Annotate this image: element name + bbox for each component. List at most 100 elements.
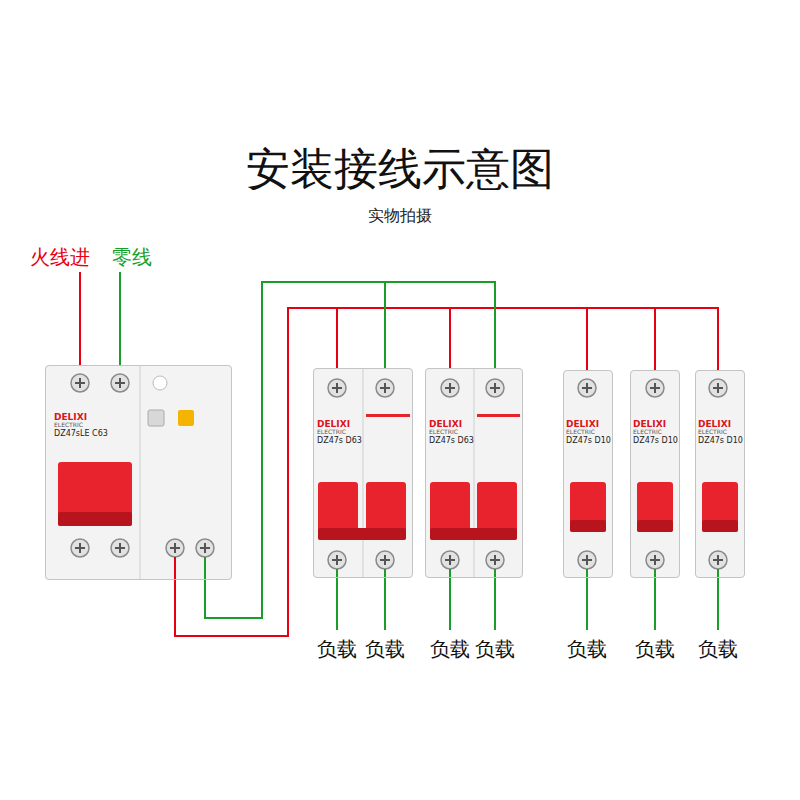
terminal [166, 539, 184, 557]
breaker-handle [570, 482, 606, 532]
circuit-breaker: DELIXIELECTRICDZ47s D10 [563, 370, 613, 578]
reset-button [148, 410, 164, 426]
breaker-body [630, 370, 680, 578]
brand-name: DELIXI [317, 419, 363, 429]
breaker-body [425, 368, 523, 578]
circuit-breaker: DELIXIELECTRICDZ47s D63 [425, 368, 523, 578]
breaker-handle [58, 462, 132, 526]
model-number: DZ47s D63 [317, 436, 363, 445]
model-number: DZ47s D63 [429, 436, 475, 445]
terminal [578, 551, 596, 569]
circuit-breaker: DELIXIELECTRICDZ47s D10 [630, 370, 680, 578]
load-label: 负载 [475, 636, 515, 663]
neutral-wire [204, 557, 206, 580]
load-wire [384, 569, 386, 630]
handle-shade [637, 520, 673, 532]
brand-sub: ELECTRIC [317, 429, 363, 436]
breaker-handle [637, 482, 673, 532]
terminal [486, 551, 504, 569]
brand-name: DELIXI [698, 419, 744, 429]
terminal [111, 374, 129, 392]
load-label: 负载 [430, 636, 470, 663]
brand-name: DELIXI [54, 412, 142, 422]
load-label: 负载 [567, 636, 607, 663]
load-label: 负载 [317, 636, 357, 663]
load-wire [586, 569, 588, 630]
terminal [646, 551, 664, 569]
terminal [709, 551, 727, 569]
handle-shade [318, 528, 406, 540]
handle-shade [430, 528, 517, 540]
wire-connector [175, 308, 655, 636]
brand-sub: ELECTRIC [429, 429, 475, 436]
terminal [709, 379, 727, 397]
breaker-text: DELIXIELECTRICDZ47sLE C63 [54, 412, 142, 438]
handle-shade [570, 520, 606, 532]
breaker-body [563, 370, 613, 578]
load-wire [449, 569, 451, 630]
terminal [441, 551, 459, 569]
load-wire [717, 569, 719, 630]
wire-connector [205, 282, 385, 618]
load-wire [654, 569, 656, 630]
breaker-text: DELIXIELECTRICDZ47s D10 [698, 419, 744, 445]
brand-sub: ELECTRIC [698, 429, 744, 436]
load-label: 负载 [365, 636, 405, 663]
terminal [486, 379, 504, 397]
breaker-text: DELIXIELECTRICDZ47s D10 [566, 419, 612, 445]
diagram-subtitle: 实物拍摄 [0, 206, 800, 227]
breaker-body [45, 365, 232, 580]
circuit-breaker: DELIXIELECTRICDZ47sLE C63 [45, 365, 232, 580]
handle-shade [702, 520, 738, 532]
divider [474, 369, 475, 577]
terminal [376, 551, 394, 569]
brand-sub: ELECTRIC [54, 422, 142, 429]
terminal [441, 379, 459, 397]
terminal [71, 539, 89, 557]
wire-connector [205, 282, 495, 618]
brand-name: DELIXI [429, 419, 475, 429]
wire-label: 零线 [112, 244, 152, 271]
terminal [196, 539, 214, 557]
load-label: 负载 [698, 636, 738, 663]
wire-label: 火线进 [30, 244, 90, 271]
test-button [178, 410, 194, 426]
stripe [477, 414, 520, 417]
wire-connector [175, 308, 718, 636]
model-number: DZ47s D10 [698, 436, 744, 445]
load-wire [336, 569, 338, 630]
breaker-handle [702, 482, 738, 532]
terminal [328, 379, 346, 397]
terminal [376, 379, 394, 397]
neutral-wire [119, 272, 121, 366]
divider [363, 369, 364, 577]
brand-name: DELIXI [633, 419, 679, 429]
terminal [578, 379, 596, 397]
diagram-title: 安装接线示意图 [0, 140, 800, 199]
load-wire [494, 569, 496, 630]
handle-shade [58, 512, 132, 526]
circuit-breaker: DELIXIELECTRICDZ47s D10 [695, 370, 745, 578]
brand-sub: ELECTRIC [633, 429, 679, 436]
indicator [153, 376, 167, 390]
breaker-text: DELIXIELECTRICDZ47s D63 [317, 419, 363, 445]
terminal [71, 374, 89, 392]
terminal [111, 539, 129, 557]
wire-connector [175, 308, 587, 636]
wire-connector [175, 308, 450, 636]
breaker-body [313, 368, 413, 578]
brand-name: DELIXI [566, 419, 612, 429]
divider [140, 366, 141, 579]
stripe [366, 414, 410, 417]
terminal [646, 379, 664, 397]
load-wires [337, 569, 718, 630]
load-label: 负载 [635, 636, 675, 663]
model-number: DZ47sLE C63 [54, 429, 142, 438]
breaker-text: DELIXIELECTRICDZ47s D63 [429, 419, 475, 445]
live-wire [174, 557, 176, 580]
model-number: DZ47s D10 [633, 436, 679, 445]
brand-sub: ELECTRIC [566, 429, 612, 436]
live-wire [79, 272, 81, 366]
